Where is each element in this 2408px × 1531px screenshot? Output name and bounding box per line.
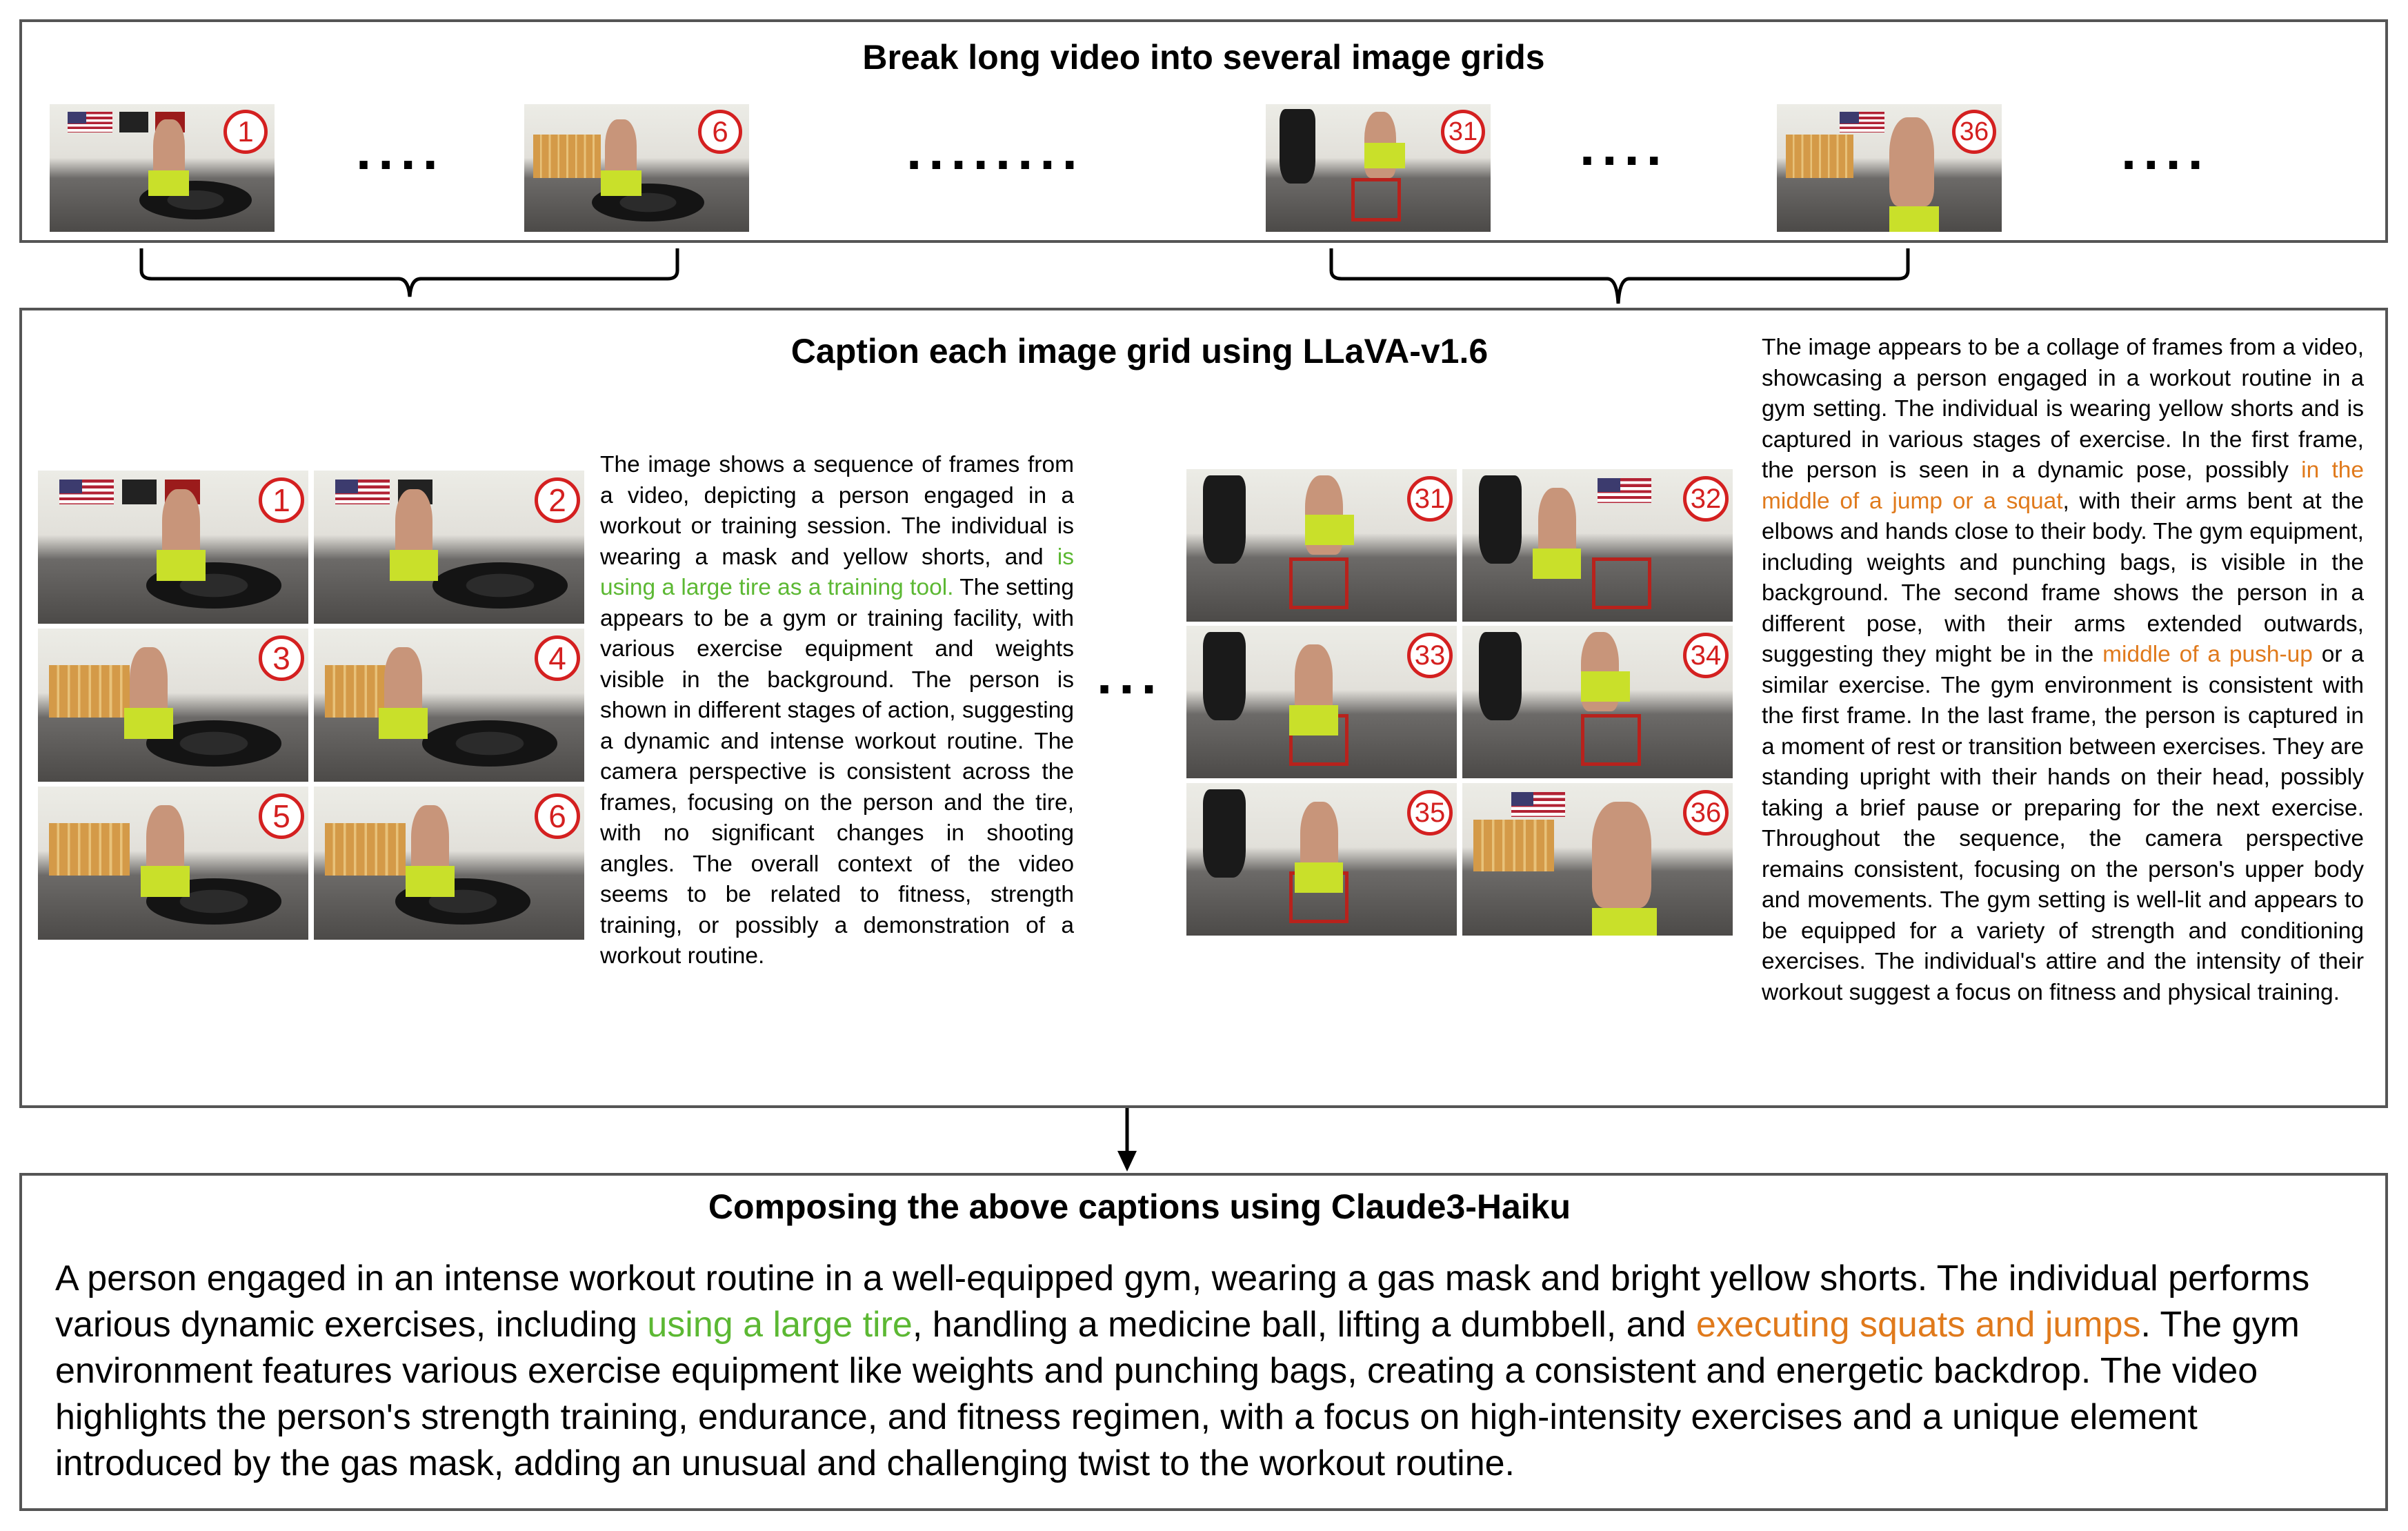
ellipsis: .... [2121,119,2210,181]
thumbnail-frame-36: 36 [1777,104,2002,232]
caption-text: , handling a medicine ball, lifting a du… [912,1305,1696,1345]
frame-number-badge: 32 [1683,476,1729,522]
frame-number-badge: 31 [1407,476,1453,522]
ellipsis: ... [1097,644,1164,705]
final-caption: A person engaged in an intense workout r… [55,1256,2352,1487]
frame-number-badge: 31 [1441,110,1485,154]
caption-highlight: using a large tire [647,1305,913,1345]
thumbnail-frame-1: 1 [50,104,275,232]
grid-frame-2: 2 [314,471,584,624]
grid-frame-5: 5 [38,787,308,940]
thumbnail-frame-6: 6 [524,104,749,232]
ellipsis: .... [1580,115,1669,177]
ellipsis: .... [356,119,445,181]
caption-highlight: in the middle of a jump or a squat [1762,457,2365,514]
caption-highlight: is using a large tire as a training tool… [600,544,1074,601]
grid-frame-4: 4 [314,629,584,782]
grid-frame-34: 34 [1462,626,1733,778]
left-brace [139,248,679,297]
stage2-title: Caption each image grid using LLaVA-v1.6 [790,332,1489,371]
caption-text: , with their arms bent at the elbows and… [1762,488,2364,668]
frame-number-badge: 6 [698,110,742,154]
frame-number-badge: 5 [259,793,304,839]
grid-frame-32: 32 [1462,469,1733,622]
caption-left: The image shows a sequence of frames fro… [600,450,1074,972]
grid-frame-6: 6 [314,787,584,940]
frame-number-badge: 1 [223,110,268,154]
caption-text: The image appears to be a collage of fra… [1762,335,2364,483]
image-grid-right: 31 32 33 34 35 36 [1186,469,1733,936]
grid-frame-31: 31 [1186,469,1457,622]
caption-text: . The gym environment features various e… [55,1305,2300,1483]
frame-number-badge: 3 [259,635,304,681]
grid-frame-35: 35 [1186,783,1457,936]
grid-frame-36: 36 [1462,783,1733,936]
caption-highlight: executing squats and jumps [1695,1305,2141,1345]
frame-number-badge: 6 [535,793,580,839]
grid-frame-3: 3 [38,629,308,782]
caption-text: or a similar exercise. The gym environme… [1762,642,2364,1005]
down-arrow-head [1117,1151,1137,1172]
ellipsis: ........ [906,119,1084,181]
stage3-title: Composing the above captions using Claud… [708,1187,1571,1226]
image-grid-left: 1 2 3 4 5 6 [38,471,584,940]
frame-number-badge: 33 [1407,633,1453,678]
frame-number-badge: 1 [259,477,304,523]
frame-number-badge: 36 [1952,110,1996,154]
right-brace [1329,248,1910,304]
caption-text: A person engaged in an intense workout r… [55,1258,2310,1345]
frame-number-badge: 36 [1683,790,1729,836]
stage1-title: Break long video into several image grid… [862,38,1545,77]
stage3-panel: Composing the above captions using Claud… [19,1173,2388,1511]
frame-number-badge: 34 [1683,633,1729,678]
grid-frame-33: 33 [1186,626,1457,778]
frame-number-badge: 35 [1407,790,1453,836]
caption-text: The image shows a sequence of frames fro… [600,452,1074,570]
thumbnail-frame-31: 31 [1266,104,1491,232]
grid-frame-1: 1 [38,471,308,624]
caption-right: The image appears to be a collage of fra… [1762,333,2364,1008]
caption-text: The setting appears to be a gym or train… [600,575,1075,969]
frame-number-badge: 2 [535,477,580,523]
frame-number-badge: 4 [535,635,580,681]
caption-highlight: middle of a push-up [2102,642,2313,667]
